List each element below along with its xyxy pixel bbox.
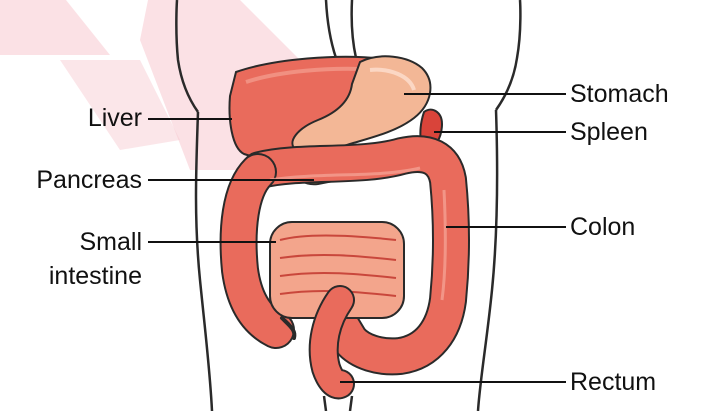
rectum-shape <box>324 300 340 384</box>
pancreas-label: Pancreas <box>36 166 142 195</box>
stomach-label: Stomach <box>570 80 669 109</box>
small-intestine-label-line1: Small <box>79 228 142 257</box>
rectum-label: Rectum <box>570 368 656 397</box>
spleen-label: Spleen <box>570 118 648 147</box>
small-intestine-label-line2: intestine <box>49 262 142 291</box>
liver-label: Liver <box>88 104 142 133</box>
colon-label: Colon <box>570 213 635 242</box>
